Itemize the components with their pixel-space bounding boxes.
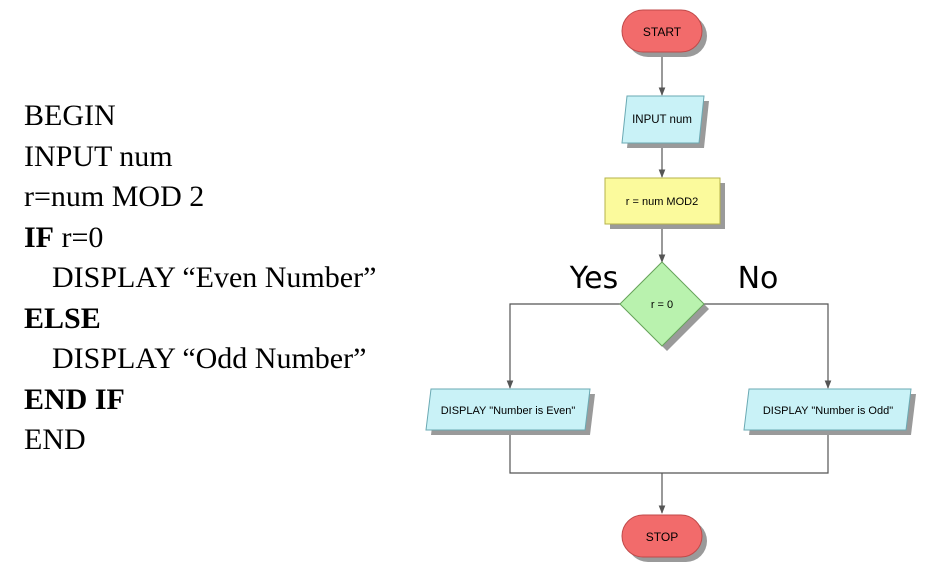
input-node-shape <box>621 95 705 144</box>
connector-lines <box>506 57 832 514</box>
pseudocode-keyword: END IF <box>24 382 125 416</box>
input-node: INPUT num <box>621 95 709 148</box>
pseudocode-line: DISPLAY “Odd Number” <box>24 339 376 380</box>
arrow-decision-yes <box>506 303 620 389</box>
pseudocode-line: END IF <box>24 380 376 421</box>
even-output-node-shape <box>425 388 591 431</box>
line-even-to-merge <box>509 429 662 474</box>
even-output-node-label: DISPLAY "Number is Even" <box>441 405 576 417</box>
process-node-label: r = num MOD2 <box>626 196 698 208</box>
odd-output-node-shape <box>743 388 912 431</box>
process-node-shape <box>604 177 721 225</box>
pseudocode-text: r=num MOD 2 <box>24 180 205 213</box>
pseudocode-line: INPUT num <box>24 137 376 178</box>
pseudocode-line: ELSE <box>24 299 376 340</box>
pseudocode-text: BEGIN <box>24 99 116 132</box>
start-node: START <box>621 9 707 57</box>
pseudocode-keyword: IF <box>24 220 54 254</box>
line-odd-to-merge <box>662 429 829 474</box>
pseudocode-text: DISPLAY “Even Number” <box>52 261 377 294</box>
pseudocode-text: r=0 <box>54 220 104 254</box>
no-branch-label: No <box>738 261 779 296</box>
pseudocode-text: DISPLAY “Odd Number” <box>52 342 367 375</box>
pseudocode-line: END <box>24 420 376 461</box>
stop-node: STOP <box>621 514 707 562</box>
pseudocode-line: r=num MOD 2 <box>24 177 376 218</box>
odd-output-node-label: DISPLAY "Number is Odd" <box>763 405 893 417</box>
yes-branch-label: Yes <box>569 261 618 296</box>
arrow-decision-no <box>704 303 832 389</box>
pseudocode-keyword: ELSE <box>24 301 101 335</box>
process-node: r = num MOD2 <box>604 177 725 229</box>
input-node-label: INPUT num <box>632 114 692 126</box>
pseudocode-line: IF r=0 <box>24 218 376 259</box>
decision-node-shape <box>619 261 705 347</box>
start-node-shape <box>621 9 703 53</box>
odd-output-node: DISPLAY "Number is Odd" <box>743 388 916 435</box>
decision-node: r = 0 <box>619 261 709 351</box>
decision-node-label: r = 0 <box>651 299 673 311</box>
pseudocode-line: BEGIN <box>24 96 376 137</box>
pseudocode-text: END <box>24 423 86 456</box>
start-node-label: START <box>643 25 682 39</box>
pseudocode-text: INPUT num <box>24 139 173 173</box>
stop-node-shape <box>621 514 703 558</box>
even-output-node: DISPLAY "Number is Even" <box>425 388 595 435</box>
pseudocode-line: DISPLAY “Even Number” <box>24 258 376 299</box>
stop-node-label: STOP <box>646 530 678 544</box>
